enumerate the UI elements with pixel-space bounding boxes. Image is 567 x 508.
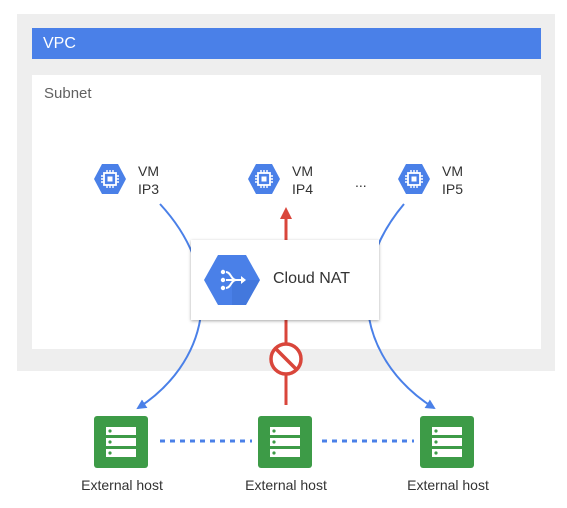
external-host-label: External host [81,477,163,493]
external-host-label: External host [245,477,327,493]
cloud-nat-icon [204,255,260,305]
vm-ip4[interactable]: VM IP4 [247,162,337,202]
compute-engine-icon [248,164,280,194]
vm-ip-label: IP3 [138,181,160,197]
vm-type-label: VM [138,163,159,179]
subnet-label: Subnet [44,85,92,102]
external-host-label: External host [407,477,489,493]
vm-ip5[interactable]: VM IP5 [397,162,487,202]
server-icon [94,416,148,468]
vm-ip-label: IP5 [442,181,464,197]
compute-engine-icon [94,164,126,194]
server-icon [258,416,312,468]
vm-type-label: VM [292,163,313,179]
external-host-2[interactable]: External host [226,416,346,496]
cloud-nat-label: Cloud NAT [273,270,351,287]
no-entry-icon [269,342,303,376]
vm-type-label: VM [442,163,463,179]
external-host-3[interactable]: External host [388,416,508,496]
vpc-header: VPC [32,28,541,59]
vpc-label: VPC [43,35,76,52]
vm-ip3[interactable]: VM IP3 [93,162,183,202]
cloud-nat-node[interactable]: Cloud NAT [191,240,379,320]
vm-ip-label: IP4 [292,181,314,197]
external-host-1[interactable]: External host [62,416,182,496]
vm-ellipsis: ... [355,174,367,190]
compute-engine-icon [398,164,430,194]
server-icon [420,416,474,468]
